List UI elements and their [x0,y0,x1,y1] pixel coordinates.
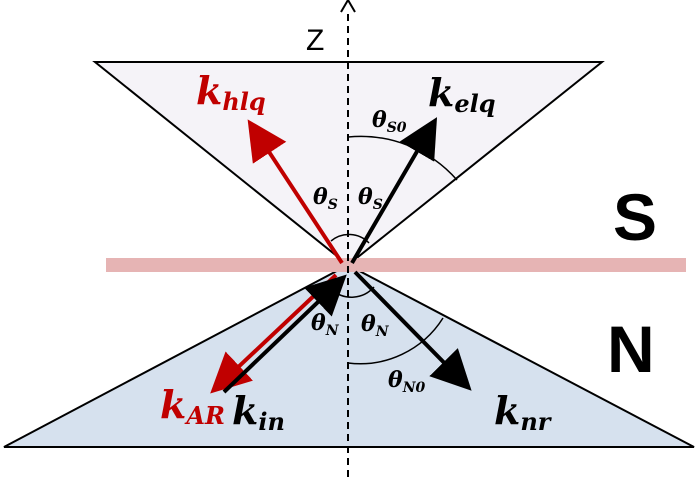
k-elq-arrow [350,117,438,265]
z-axis-arrowhead [340,0,356,13]
theta-n-left-label: θN [311,310,340,339]
region-s-label: S [613,180,657,254]
theta-s-right-label: θS [358,184,383,213]
region-n-label: N [607,312,655,386]
k-nr-label: knr [494,388,553,436]
theta-s0-label: θS0 [372,107,407,136]
theta-n0-label: θN0 [388,367,425,396]
k-elq-label: kelq [428,70,496,118]
z-axis-label: Z [306,24,324,57]
theta-n-right-label: θN [361,311,390,340]
k-nr-arrow [353,270,472,391]
k-hlq-arrow [247,119,344,265]
interface-band [106,258,686,272]
k-in-arrow [222,274,347,394]
k-hlq-label: khlq [196,68,266,116]
k-in-label: kin [232,388,285,436]
k-ar-label: kAR [160,382,225,430]
arc-theta-n0 [347,317,444,365]
theta-s-left-label: θS [313,184,338,213]
